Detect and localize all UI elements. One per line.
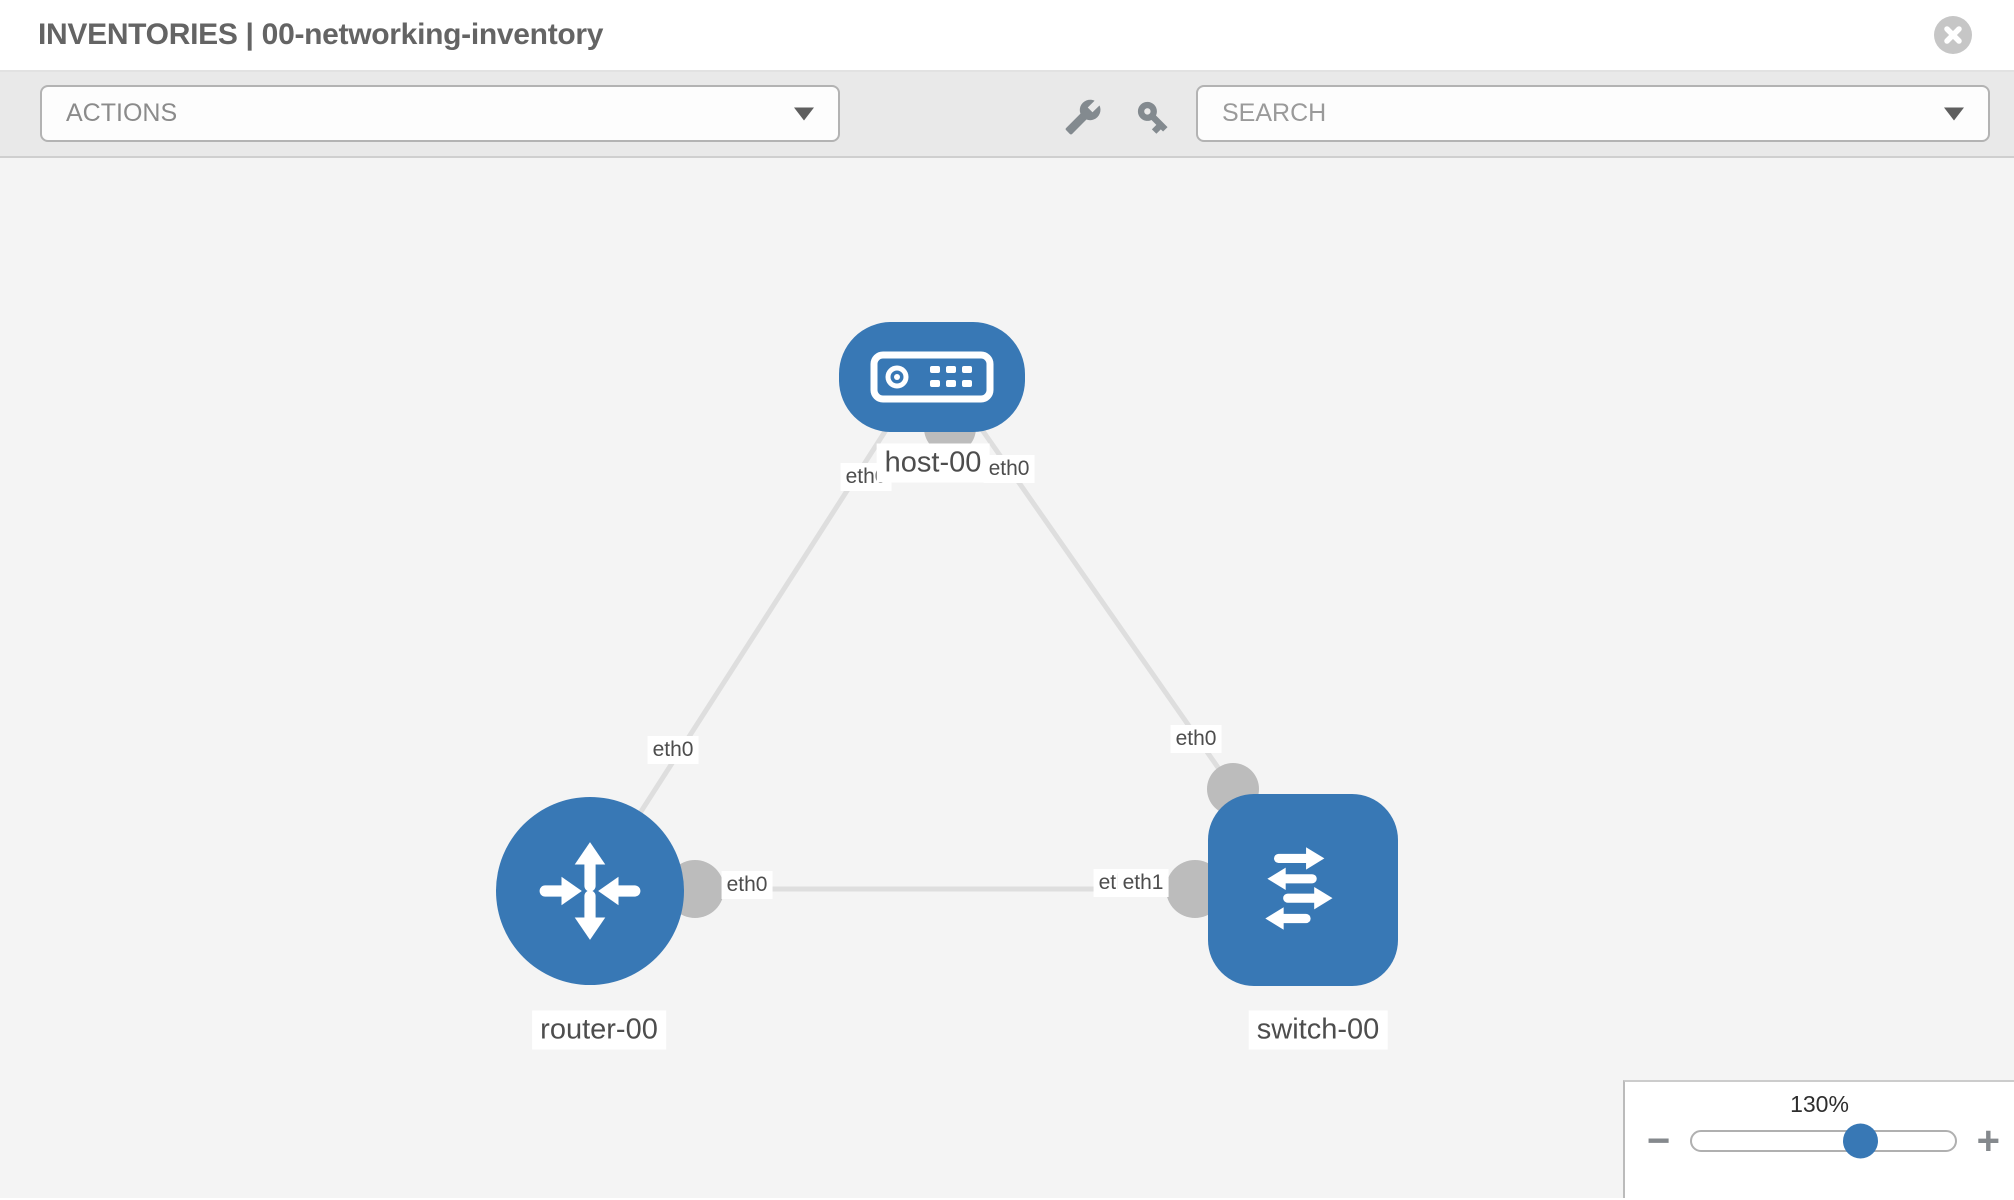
zoom-slider-row: − + <box>1625 1118 2014 1163</box>
interface-label: eth0 <box>721 871 773 899</box>
close-button[interactable] <box>1934 16 1972 54</box>
zoom-panel: 130% − + <box>1623 1080 2014 1198</box>
search-dropdown[interactable]: SEARCH <box>1196 85 1990 142</box>
chevron-down-icon <box>1944 107 1964 120</box>
node-label-router-00: router-00 <box>532 1010 666 1050</box>
node-label-host-00: host-00 <box>876 443 990 483</box>
host-icon <box>870 351 994 403</box>
toolbar: ACTIONS SEARCH <box>0 72 2014 158</box>
zoom-in-button[interactable]: + <box>1976 1119 2000 1163</box>
node-router-00[interactable] <box>496 797 684 985</box>
node-switch-00[interactable] <box>1208 794 1398 986</box>
actions-dropdown-label: ACTIONS <box>66 99 178 127</box>
topology-links-layer <box>587 402 1310 918</box>
key-icon <box>1137 101 1168 134</box>
interface-label: eth0 <box>1170 725 1222 753</box>
node-host-00[interactable] <box>839 322 1025 432</box>
wrench-icon <box>1065 99 1101 135</box>
header: INVENTORIES | 00-networking-inventory <box>0 0 2014 72</box>
node-label-switch-00: switch-00 <box>1248 1010 1388 1050</box>
key-icon-button[interactable] <box>1134 98 1172 136</box>
interface-label: eth1 <box>1117 869 1169 897</box>
search-placeholder: SEARCH <box>1222 99 1327 127</box>
zoom-slider-knob[interactable] <box>1843 1123 1879 1159</box>
page-title: INVENTORIES | 00-networking-inventory <box>38 18 604 51</box>
chevron-down-icon <box>794 107 814 120</box>
router-icon <box>539 842 641 940</box>
topology-canvas[interactable]: eth0 eth0 eth0 eth0 eth0 eth0 eth1 host-… <box>0 158 2014 1198</box>
wrench-icon-button[interactable] <box>1064 98 1102 136</box>
switch-icon <box>1265 847 1333 930</box>
interface-label: eth0 <box>983 455 1035 483</box>
actions-dropdown[interactable]: ACTIONS <box>40 85 840 142</box>
interface-label: eth0 <box>647 736 699 764</box>
zoom-out-button[interactable]: − <box>1647 1119 1671 1163</box>
zoom-slider-track[interactable] <box>1690 1123 1957 1159</box>
zoom-level-text: 130% <box>1790 1091 1849 1117</box>
close-icon <box>1944 26 1962 44</box>
